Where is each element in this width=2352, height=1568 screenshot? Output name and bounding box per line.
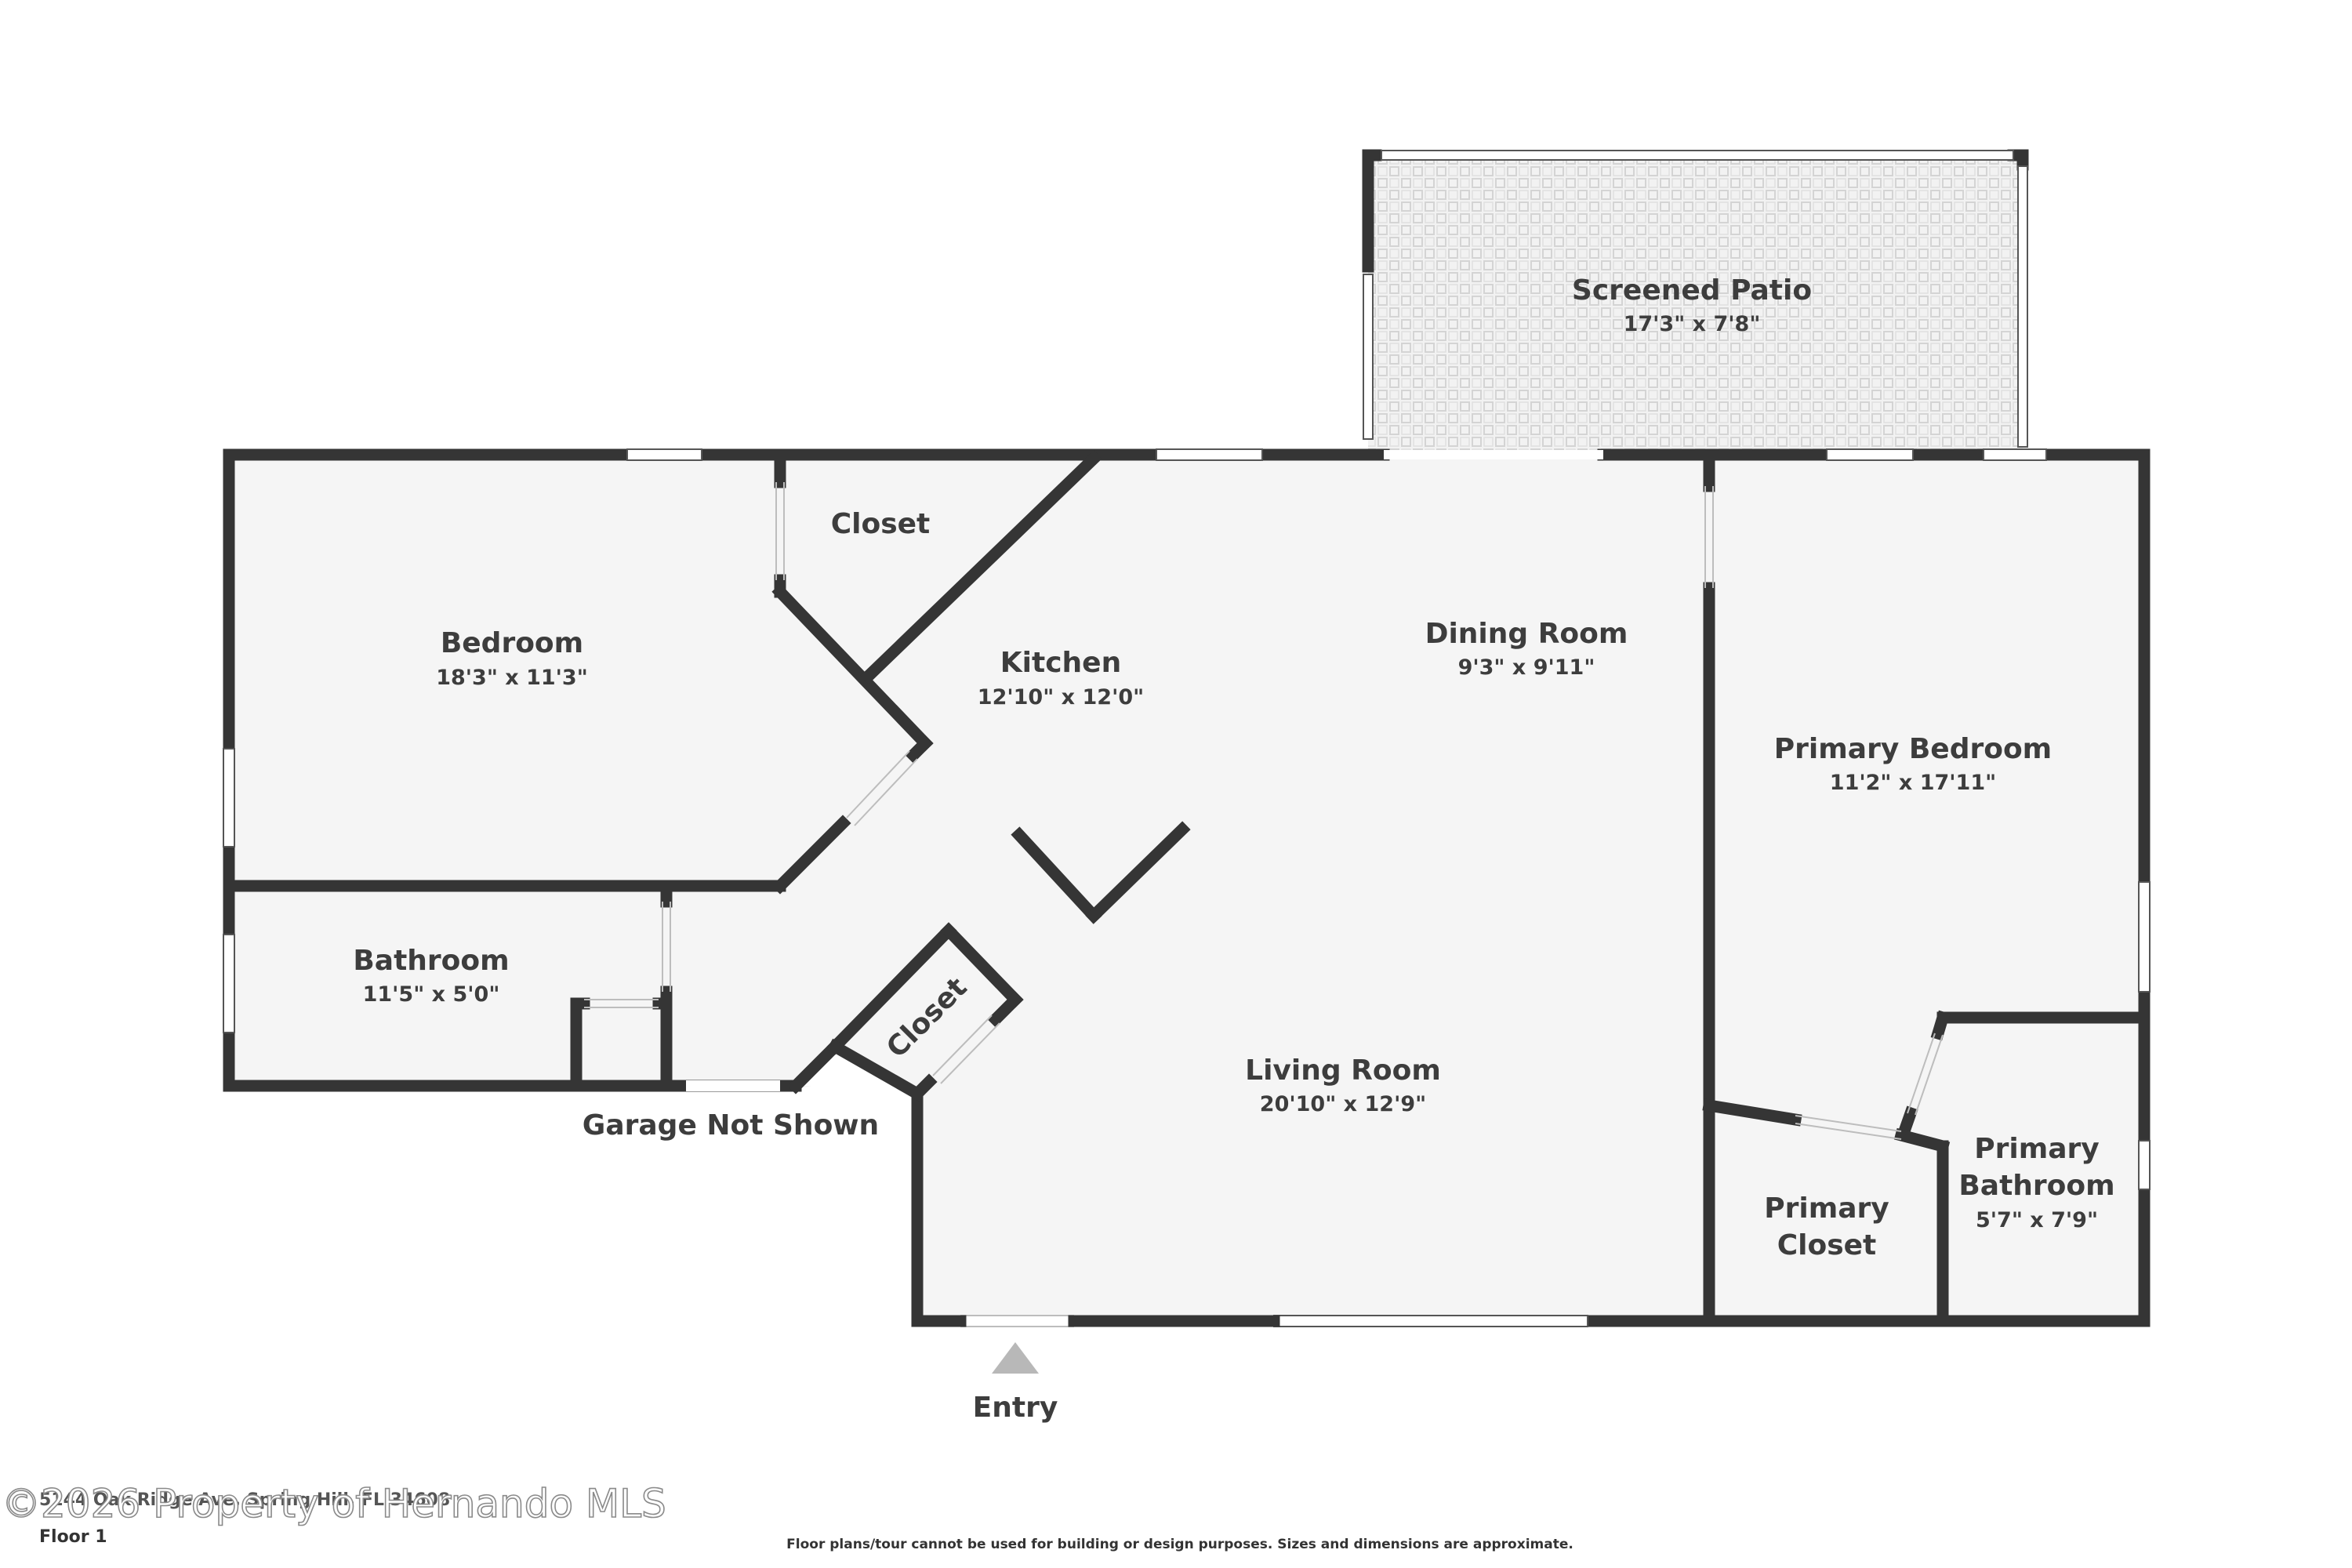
primary-closet-name-line1: Primary <box>1764 1192 1889 1225</box>
windows <box>223 448 2151 1327</box>
main-floor <box>229 455 2144 1321</box>
primary-bathroom-name-line1: Primary <box>1974 1133 2100 1165</box>
patio-door <box>1384 450 1603 459</box>
bathroom-dims: 11'5" x 5'0" <box>363 982 500 1007</box>
window-primary-top-1 <box>1826 448 1914 461</box>
bedroom-name: Bedroom <box>441 627 583 659</box>
dining-room-name: Dining Room <box>1425 618 1628 650</box>
dining-room-dims: 9'3" x 9'11" <box>1458 655 1595 680</box>
bedroom-dims: 18'3" x 11'3" <box>436 666 588 690</box>
closet-top-name: Closet <box>831 508 931 540</box>
floor-label: Floor 1 <box>39 1527 107 1547</box>
window-bedroom-top <box>626 448 702 461</box>
kitchen-dims: 12'10" x 12'0" <box>978 685 1144 710</box>
window-bedroom-left <box>223 748 235 848</box>
window-bathroom-left <box>223 934 235 1033</box>
living-room-name: Living Room <box>1245 1054 1441 1087</box>
interior-walls <box>223 448 2151 1327</box>
screened-patio-dims: 17'3" x 7'8" <box>1624 312 1761 336</box>
entry-arrow-icon <box>992 1342 1039 1374</box>
footer: 5144 Oak Ridge Ave, Spring Hill, FL 3460… <box>1 1480 1573 1552</box>
door-openings <box>584 482 1944 1327</box>
window-kitchen-top <box>1156 448 1263 461</box>
primary-bathroom-dims: 5'7" x 7'9" <box>1976 1208 2098 1232</box>
window-primary-top-2 <box>1983 448 2047 461</box>
address-text: 5144 Oak Ridge Ave, Spring Hill, FL 3460… <box>39 1490 450 1510</box>
entry-label: Entry <box>973 1392 1058 1424</box>
floors <box>229 155 2144 1321</box>
window-primary-right <box>2138 881 2151 993</box>
living-room-dims: 20'10" x 12'9" <box>1260 1092 1426 1116</box>
window-primary-bath-right <box>2138 1140 2151 1190</box>
window-living-bottom <box>1273 1315 1588 1327</box>
primary-bedroom-dims: 11'2" x 17'11" <box>1830 771 1996 795</box>
watermark-text: ©2026 Property of Hernando MLS <box>2 1481 666 1526</box>
bathroom-name: Bathroom <box>353 945 509 977</box>
screened-patio-name: Screened Patio <box>1572 274 1812 307</box>
primary-bedroom-name: Primary Bedroom <box>1774 733 2052 765</box>
primary-closet-name-line2: Closet <box>1777 1229 1877 1261</box>
screened-patio-frame <box>1362 149 2029 448</box>
primary-bathroom-name-line2: Bathroom <box>1958 1170 2114 1202</box>
garage-label: Garage Not Shown <box>583 1109 879 1142</box>
kitchen-name: Kitchen <box>1000 647 1121 679</box>
disclaimer-text: Floor plans/tour cannot be used for buil… <box>786 1537 1573 1552</box>
screened-patio-floor <box>1368 155 2023 453</box>
